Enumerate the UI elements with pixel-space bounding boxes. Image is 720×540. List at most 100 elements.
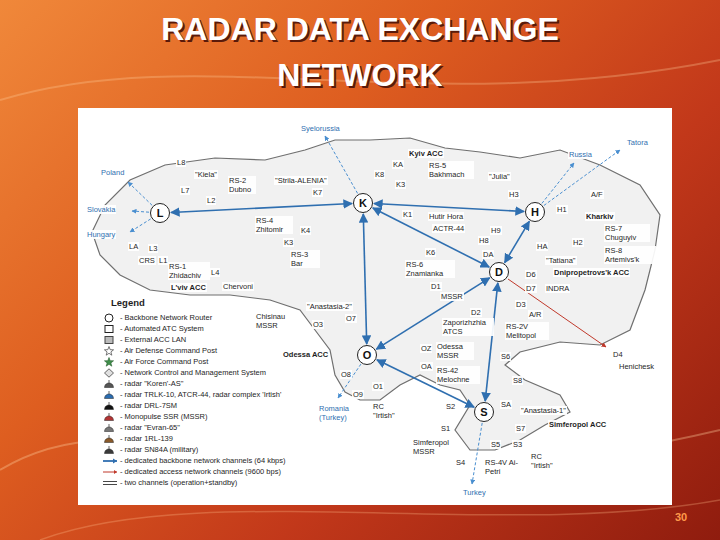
legend-text: - Air Defense Command Post <box>120 346 217 355</box>
site-label: D2 <box>470 308 482 317</box>
legend-text: - dedicated backbone network channels (6… <box>120 456 286 465</box>
site-label: L7 <box>180 186 190 195</box>
radar-mast <box>109 446 110 449</box>
site-label: ACTR-44 <box>432 224 465 233</box>
legend-sample <box>102 335 118 345</box>
legend-text: - radar 1RL-139 <box>120 434 173 443</box>
radar-mast <box>109 380 110 383</box>
legend-row: - radar "Evran-65" <box>102 422 180 433</box>
legend-row: - radar "Koren'-AS" <box>102 378 183 389</box>
legend-sample <box>102 379 118 389</box>
site-label: H8 <box>478 236 490 245</box>
legend-row: - radar 1RL-139 <box>102 433 173 444</box>
external-country: Syelorussia <box>300 124 341 133</box>
radar-mast <box>109 402 110 405</box>
backbone-router: O <box>357 345 377 365</box>
site-label: DA <box>482 250 494 259</box>
legend-sample <box>102 467 118 477</box>
site-label: S7 <box>515 424 526 433</box>
site-label: K4 <box>300 226 311 235</box>
site-label: L3 <box>148 244 158 253</box>
legend-text: - Automated ATC System <box>120 324 204 333</box>
site-label: K7 <box>312 188 323 197</box>
external-link <box>130 219 151 232</box>
legend-sample <box>102 324 118 334</box>
legend-sample <box>102 346 118 356</box>
legend-row: - radar DRL-7SM <box>102 400 177 411</box>
legend-row: - Air Force Command Post <box>102 356 208 367</box>
legend-text: - radar TRLK-10, ATCR-44, radar complex … <box>120 390 281 399</box>
site-label: KA <box>392 160 404 169</box>
legend-sample <box>102 445 118 455</box>
radar-symbol <box>105 449 114 454</box>
legend-sample <box>102 390 118 400</box>
site-label: Chisinau MSSR <box>255 312 291 330</box>
site-label: S8 <box>512 376 523 385</box>
site-label: RS-42 Melochne <box>436 366 480 384</box>
site-label: RC "Irtish" <box>372 402 404 420</box>
site-label: MSSR <box>440 292 464 301</box>
site-label: O1 <box>372 382 384 391</box>
site-label: D7 <box>525 284 537 293</box>
site-label: "Kiela" <box>194 170 218 179</box>
site-label: CRS <box>138 256 156 265</box>
site-label: S6 <box>500 352 511 361</box>
legend-text: - radar DRL-7SM <box>120 401 177 410</box>
legend-sample <box>102 357 118 367</box>
backbone-channel <box>505 221 530 262</box>
site-label: Odessa MSSR <box>436 342 474 360</box>
site-label: D6 <box>525 270 537 279</box>
site-label: K6 <box>425 248 436 257</box>
external-link <box>128 182 152 205</box>
legend-sample <box>102 423 118 433</box>
legend-text: - Network Control and Management System <box>120 368 266 377</box>
backbone-router: D <box>489 262 509 282</box>
site-label: OA <box>420 362 433 371</box>
external-country: Turkey <box>462 488 487 497</box>
backbone-channel <box>373 208 489 267</box>
legend-row: - radar SN84A (military) <box>102 444 198 455</box>
legend-row: - Backbone Network Router <box>102 312 212 323</box>
site-label: Hutir Hora <box>428 212 464 221</box>
site-label: SA <box>500 400 512 409</box>
site-label: RS-8 Artemivs'k <box>604 246 656 264</box>
legend-text: - Backbone Network Router <box>120 313 212 322</box>
router-letter: D <box>495 266 503 278</box>
site-label: O8 <box>340 370 352 379</box>
site-label: K8 <box>374 170 385 179</box>
legend-sample <box>102 412 118 422</box>
acc-name: Dnipropetrovs'k ACC <box>553 268 630 277</box>
site-label: O7 <box>345 314 357 323</box>
site-label: S3 <box>512 440 523 449</box>
legend-sample <box>102 478 118 488</box>
legend-row: - two channels (operation+standby) <box>102 477 237 488</box>
site-label: "Anastasia-2" <box>306 302 353 311</box>
backbone-router: H <box>525 202 545 222</box>
radar-symbol <box>105 405 114 410</box>
legend-row: - External ACC LAN <box>102 334 186 345</box>
site-label: H3 <box>508 190 520 199</box>
legend-text: - radar "Evran-65" <box>120 423 180 432</box>
acc-name: Simferopol ACC <box>548 420 607 429</box>
acc-name: Kharkiv <box>585 212 615 221</box>
radar-symbol <box>105 416 114 421</box>
radar-symbol <box>105 394 114 399</box>
external-link <box>325 136 358 193</box>
site-label: LA <box>128 242 139 251</box>
backbone-channel <box>376 278 489 349</box>
legend-text: - Monopulse SSR (MSSR) <box>120 412 208 421</box>
site-label: H2 <box>572 238 584 247</box>
site-label: "Tatiana" <box>545 256 577 265</box>
legend-sample <box>102 456 118 466</box>
legend-row: - Monopulse SSR (MSSR) <box>102 411 208 422</box>
site-label: RS-7 Chuguyiv <box>604 224 650 242</box>
arrowhead <box>114 470 117 474</box>
site-label: O3 <box>312 320 324 329</box>
site-label: OZ <box>420 344 432 353</box>
site-label: RS-4 Zhitomir <box>255 216 293 234</box>
legend-row: - radar TRLK-10, ATCR-44, radar complex … <box>102 389 281 400</box>
site-label: A/F <box>590 190 604 199</box>
site-label: L8 <box>176 158 186 167</box>
external-links <box>128 136 620 484</box>
